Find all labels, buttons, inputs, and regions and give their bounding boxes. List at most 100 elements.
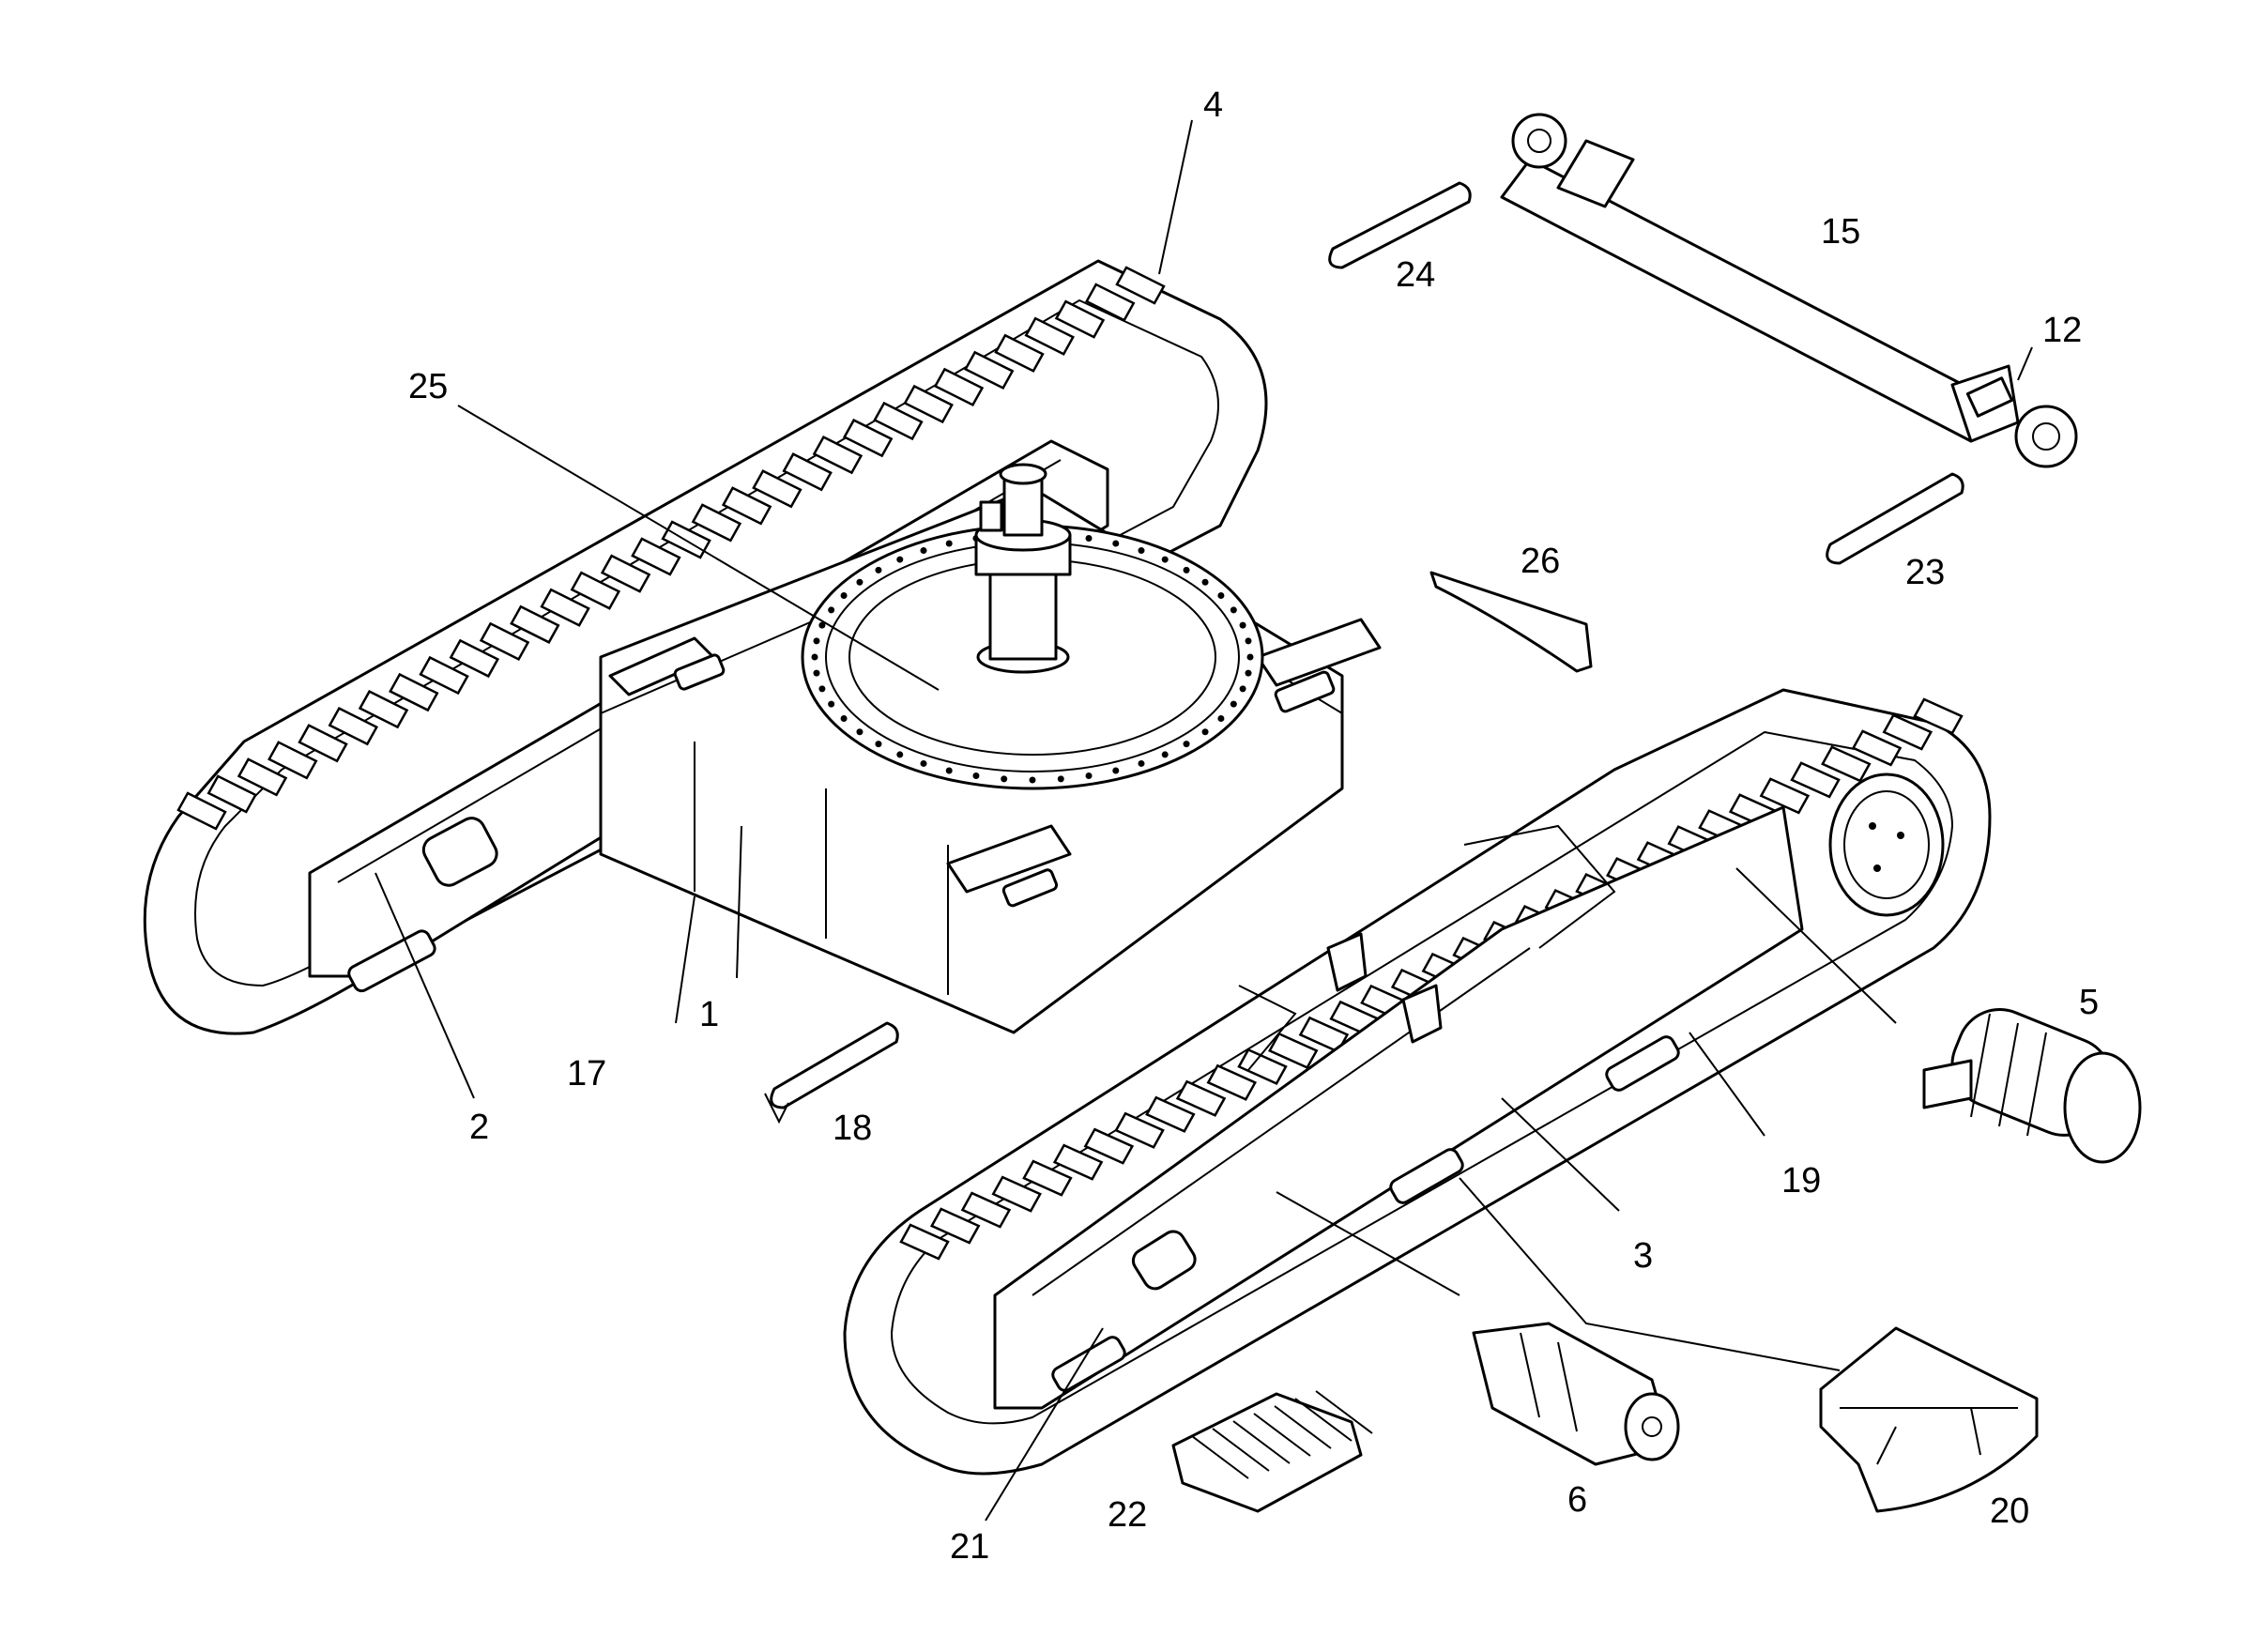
track-shoe [298, 724, 348, 763]
ring-bolt-hole [920, 759, 927, 767]
pad-grid-line [1212, 1428, 1270, 1472]
track-shoe [389, 672, 439, 712]
ring-bolt-hole [856, 578, 864, 586]
ring-bolt-hole [828, 606, 835, 614]
callout-3: 3 [1633, 1236, 1653, 1276]
track-shoe [1024, 316, 1075, 356]
track-shoe [1913, 697, 1964, 735]
track-shoe [963, 350, 1015, 390]
right-track-frame [993, 772, 1945, 1410]
leader-lines [374, 119, 2033, 1522]
ring-bolt-hole [1161, 751, 1169, 758]
ring-bolt-hole [840, 592, 848, 599]
ring-bolt-hole [840, 715, 848, 722]
track-shoe [1267, 1032, 1319, 1069]
callout-20: 20 [1990, 1491, 2029, 1531]
ring-bolt-hole [828, 700, 835, 708]
callout-24: 24 [1396, 255, 1435, 295]
pin-23 [1826, 472, 1964, 565]
track-shoe [1175, 1079, 1227, 1117]
ring-bolt-holes [811, 530, 1254, 784]
roller-6 [1472, 1322, 1680, 1466]
callout-4: 4 [1203, 85, 1223, 125]
pad-grid-line [1253, 1413, 1311, 1457]
track-shoe [1851, 729, 1903, 767]
ring-bolt-hole [1230, 700, 1237, 708]
pad-grid-line [1294, 1398, 1353, 1442]
track-shoe [1114, 1111, 1165, 1149]
track-shoe [899, 1223, 950, 1261]
callout-26: 26 [1521, 542, 1560, 581]
ring-bolt-hole [1183, 741, 1190, 748]
ring-bolt-hole [1217, 715, 1225, 722]
ring-bolt-hole [1001, 775, 1008, 783]
track-shoe [960, 1191, 1012, 1229]
ring-bolt-hole [1239, 685, 1246, 693]
track-shoe [631, 537, 681, 576]
ring-bolt-hole [1246, 653, 1254, 661]
ring-bolt-hole [896, 556, 904, 563]
callout-21: 21 [950, 1527, 989, 1567]
callout-6: 6 [1567, 1480, 1587, 1520]
track-shoe [419, 655, 469, 696]
pin-18 [764, 1021, 899, 1124]
track-shoe [1054, 299, 1106, 339]
ring-bolt-hole [875, 741, 882, 748]
ring-bolt-hole [1183, 566, 1190, 574]
track-shoe [991, 1175, 1042, 1213]
ring-bolt-hole [1245, 637, 1252, 645]
callout-19: 19 [1781, 1161, 1821, 1201]
pin-24 [1328, 181, 1472, 269]
ring-bolt-hole [1161, 556, 1169, 563]
ring-bolt-hole [813, 637, 820, 645]
ring-bolt-hole [1138, 547, 1145, 555]
callout-22: 22 [1108, 1495, 1147, 1535]
callout-17: 17 [567, 1054, 606, 1094]
track-shoe [1052, 1143, 1104, 1181]
track-shoe [782, 452, 833, 492]
wedge-26 [1429, 571, 1593, 673]
track-shoe [1790, 761, 1841, 799]
track-shoe [267, 741, 318, 780]
ring-bolt-hole [856, 728, 864, 736]
ring-bolt-hole [1245, 669, 1252, 677]
ring-bolt-hole [1029, 776, 1036, 784]
ring-bolt-hole [811, 653, 818, 661]
track-shoe [540, 588, 590, 627]
left-track-shoes [176, 266, 1166, 831]
pad-grid [1191, 1390, 1373, 1479]
track-shoe [449, 638, 500, 679]
ring-bolt-hole [875, 566, 882, 574]
ring-bolt-hole [1138, 759, 1145, 767]
swivel-joint [974, 463, 1072, 674]
ring-bolt-hole [1057, 775, 1064, 783]
track-shoe [1145, 1095, 1196, 1133]
ring-bolt-hole [1085, 534, 1093, 542]
ring-bolt-hole [818, 685, 826, 693]
track-shoe [752, 469, 802, 509]
ring-bolt-hole [1230, 606, 1237, 614]
pad-grid-line [1232, 1420, 1291, 1464]
track-shoe [903, 384, 954, 424]
track-shoe [206, 774, 257, 814]
ring-bolt-hole [945, 767, 953, 774]
ring-bolt-hole [920, 547, 927, 555]
track-shoe [479, 621, 530, 662]
pad-grid-line [1274, 1405, 1332, 1449]
track-shoe [691, 503, 742, 543]
callout-15: 15 [1821, 212, 1860, 252]
ring-bolt-hole [1112, 540, 1120, 547]
ring-bolt-hole [1085, 772, 1093, 780]
ring-bolt-hole [1112, 767, 1120, 774]
track-shoe [328, 707, 379, 746]
hydraulic-cylinder [1500, 113, 2078, 468]
track-shoe [1115, 266, 1166, 305]
ring-bolt-hole [1201, 728, 1209, 736]
track-shoe [1882, 713, 1933, 751]
track-shoe [176, 791, 227, 831]
pad-22 [1171, 1390, 1373, 1513]
ring-bolt-hole [813, 669, 820, 677]
track-shoe [842, 418, 894, 458]
track-shoe [1085, 283, 1136, 322]
